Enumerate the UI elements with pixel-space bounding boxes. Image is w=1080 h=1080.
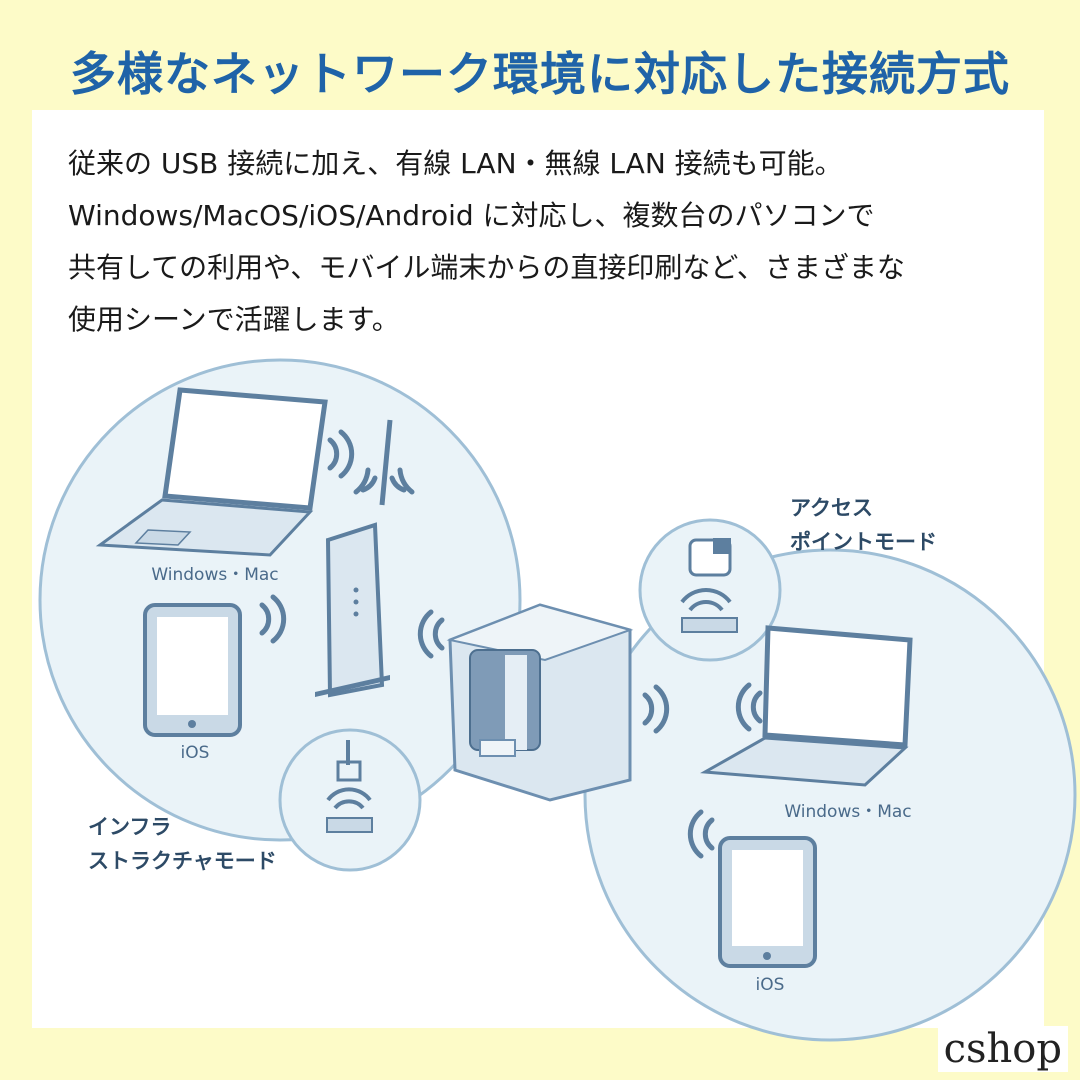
infrastructure-mode-label: ストラクチャモード	[88, 849, 277, 873]
access-point-mode-label: アクセス	[790, 496, 873, 520]
right-tablet-label: iOS	[756, 975, 785, 995]
access-point-icon	[326, 740, 373, 833]
tablet-icon	[143, 603, 242, 737]
access-point-mode-label: ポイントモード	[790, 530, 937, 554]
label-printer-icon	[446, 603, 634, 802]
left-tablet-label: iOS	[181, 743, 210, 763]
page-title: 多様なネットワーク環境に対応した接続方式	[70, 47, 1010, 101]
tablet-icon	[718, 836, 817, 968]
description-line: 共有しての利用や、モバイル端末からの直接印刷など、さまざまな	[68, 251, 905, 284]
description-line: 使用シーンで活躍します。	[68, 303, 400, 336]
infrastructure-mode-label: インフラ	[88, 815, 171, 839]
left-laptop-label: Windows・Mac	[151, 565, 278, 585]
laptop-icon	[95, 387, 328, 557]
description-line: 従来の USB 接続に加え、有線 LAN・無線 LAN 接続も可能。	[68, 147, 843, 180]
router-icon	[315, 419, 393, 698]
description-line: Windows/MacOS/iOS/Android に対応し、複数台のパソコンで	[68, 199, 875, 232]
printer-wifi-icon	[680, 538, 738, 633]
wifi-waves-icon	[642, 682, 763, 859]
laptop-icon	[700, 625, 913, 787]
wifi-waves-icon	[259, 429, 445, 659]
description: 従来の USB 接続に加え、有線 LAN・無線 LAN 接続も可能。 Windo…	[68, 138, 1028, 346]
right-network-circle	[583, 548, 1077, 1042]
watermark: cshop	[937, 1026, 1068, 1072]
right-laptop-label: Windows・Mac	[784, 802, 911, 822]
